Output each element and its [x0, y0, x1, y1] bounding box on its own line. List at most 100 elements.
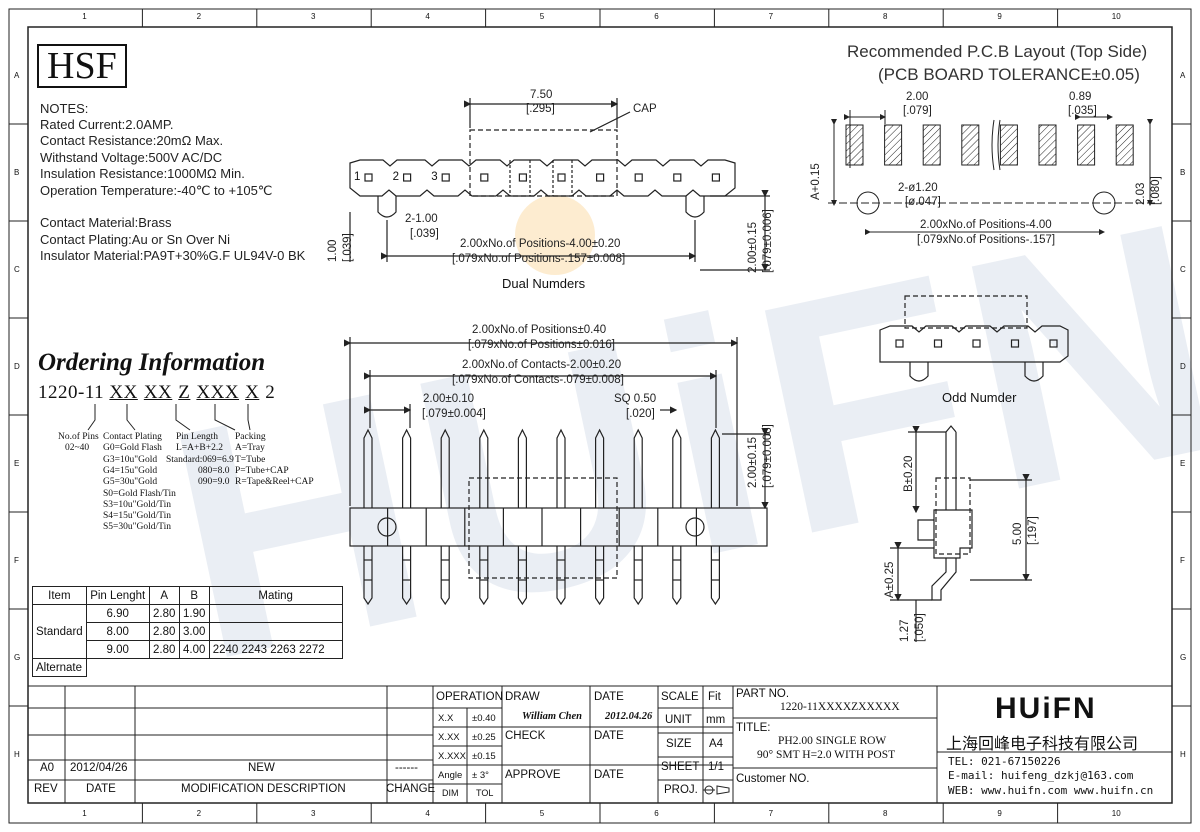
table-cell: 2240 2243 2263 2272: [208, 640, 343, 659]
odd-pin-square: [1049, 339, 1058, 348]
ordering-option: G5=30u"Gold: [103, 477, 158, 488]
pcb-pad: [884, 124, 903, 166]
tolerance-value: ±0.40: [472, 713, 496, 724]
dual-pin-square: [518, 173, 528, 182]
grid-row-label-right: C: [1180, 264, 1186, 274]
table-cell: 1.90: [178, 604, 210, 623]
pcb-pad: [1077, 124, 1096, 166]
grid-row-label-left: E: [14, 458, 20, 468]
front-pin-top: [402, 428, 412, 508]
table-group: Standard: [32, 604, 87, 659]
ordering-option: T=Tube: [235, 454, 266, 465]
ordering-code-part: Z: [178, 382, 191, 403]
grid-row-label-right: H: [1180, 749, 1186, 759]
side-tail-inch: [.050]: [914, 613, 926, 642]
side-height: 5.00: [1012, 522, 1024, 545]
dual-post-height-inch: [.039]: [342, 233, 354, 262]
grid-row-label-left: C: [14, 264, 20, 274]
dual-post-span: 2.00xNo.of Positions-4.00±0.20: [460, 238, 621, 250]
tolerance-key: Angle: [438, 770, 463, 781]
note-line: Contact Resistance:20mΩ Max.: [40, 133, 224, 149]
company-web: WEB: www.huifn.com www.huifn.cn: [948, 784, 1154, 797]
front-pin-top: [440, 428, 450, 508]
grid-row-label-left: D: [14, 361, 20, 371]
tolerance-key: X.XXX: [438, 751, 466, 762]
ordering-option: R=Tape&Reel+CAP: [235, 477, 314, 488]
watermark-dot: [515, 195, 595, 275]
front-pin-top: [633, 428, 643, 508]
dual-pin-square: [364, 173, 373, 182]
pcb-tolerance: (PCB BOARD TOLERANCE±0.05): [878, 65, 1140, 84]
ordering-option: S5=30u"Gold/Tin: [103, 522, 172, 533]
ordering-code-part: XX: [109, 382, 138, 403]
note-line: Insulation Resistance:1000MΩ Min.: [40, 166, 245, 182]
odd-pin-square: [1010, 339, 1020, 348]
grid-col-label-top: 3: [311, 12, 316, 21]
ordering-option: 02~40: [65, 443, 90, 454]
front-pitch: 2.00±0.10: [423, 393, 475, 405]
ordering-code-part: 2: [265, 382, 276, 403]
dual-pin-number: 1: [354, 171, 361, 183]
grid-col-label-bottom: 9: [997, 809, 1002, 818]
grid-row-label-right: D: [1180, 361, 1186, 371]
ordering-option: A=Tray: [235, 443, 265, 454]
ordering-code-prefix: 1220-11: [38, 382, 110, 403]
table-cell: 9.00: [85, 640, 150, 659]
dual-pin-square: [403, 173, 412, 182]
unit-value: mm: [706, 714, 726, 726]
front-pin-bottom: [517, 546, 527, 606]
grid-col-label-top: 10: [1111, 12, 1121, 21]
hsf-logo: HSF: [37, 44, 127, 88]
date-header: DATE: [86, 783, 116, 795]
title-label: TITLE:: [736, 722, 771, 734]
front-pin-top: [517, 428, 527, 508]
pcb-pad: [922, 124, 941, 166]
dual-pin-square: [711, 173, 721, 182]
pcb-pad: [1038, 124, 1057, 166]
table-header: Mating: [208, 586, 343, 605]
ordering-code-part: XX: [143, 382, 173, 403]
note-line: Rated Current:2.0AMP.: [40, 117, 174, 132]
ordering-option: G4=15u"Gold: [103, 465, 158, 476]
odd-pin-square: [933, 339, 943, 348]
brand-logo: HUiFN: [995, 692, 1097, 725]
note-line: Insulator Material:PA9T+30%G.F UL94V-0 B…: [40, 248, 306, 264]
pcb-pitch-inch: [.079]: [903, 105, 932, 117]
draw-date: 2012.04.26: [605, 711, 653, 722]
part-no: 1220-11XXXXZXXXXX: [780, 701, 900, 713]
projection-label: PROJ.: [664, 784, 698, 796]
pcb-row-height-inch: [.080]: [1150, 176, 1162, 205]
table-header: Item: [32, 586, 87, 605]
approve-date-label: DATE: [594, 769, 624, 781]
pcb-post-hole: 2-ø1.20: [898, 182, 938, 194]
pcb-hole-span-inch: [.079xNo.of Positions-.157]: [917, 234, 1056, 246]
front-contact-span: 2.00xNo.of Contacts-2.00±0.20: [462, 359, 622, 371]
odd-pin-square: [895, 339, 904, 348]
grid-col-label-top: 9: [997, 12, 1002, 21]
table-cell: [208, 604, 343, 623]
grid-row-label-left: F: [14, 555, 19, 565]
ordering-leaders: [87, 404, 251, 431]
part-no-label: PART NO.: [736, 688, 790, 700]
pcb-pitch: 2.00: [906, 91, 929, 103]
dual-pin-square: [634, 173, 643, 182]
grid-col-label-top: 8: [883, 12, 888, 21]
dual-pin-square: [595, 173, 605, 182]
grid-row-label-right: G: [1180, 652, 1187, 662]
tol-label: TOL: [476, 788, 494, 798]
grid-col-label-top: 5: [539, 12, 545, 21]
table-cell: 6.90: [85, 604, 150, 623]
grid-row-label-left: H: [14, 749, 20, 759]
note-line: Contact Material:Brass: [40, 215, 172, 231]
dual-post-dia-inch: [.039]: [410, 228, 439, 240]
front-pin-bottom: [595, 546, 605, 606]
operation-label: OPERATION: [436, 691, 503, 703]
pcb-row-height: 2.03: [1135, 182, 1147, 205]
description-header: MODIFICATION DESCRIPTION: [181, 783, 346, 795]
front-pin-bottom: [363, 546, 373, 606]
pcb-pad-length: A+0.15: [810, 163, 822, 200]
ordering-option: S3=10u"Gold/Tin: [103, 499, 172, 510]
